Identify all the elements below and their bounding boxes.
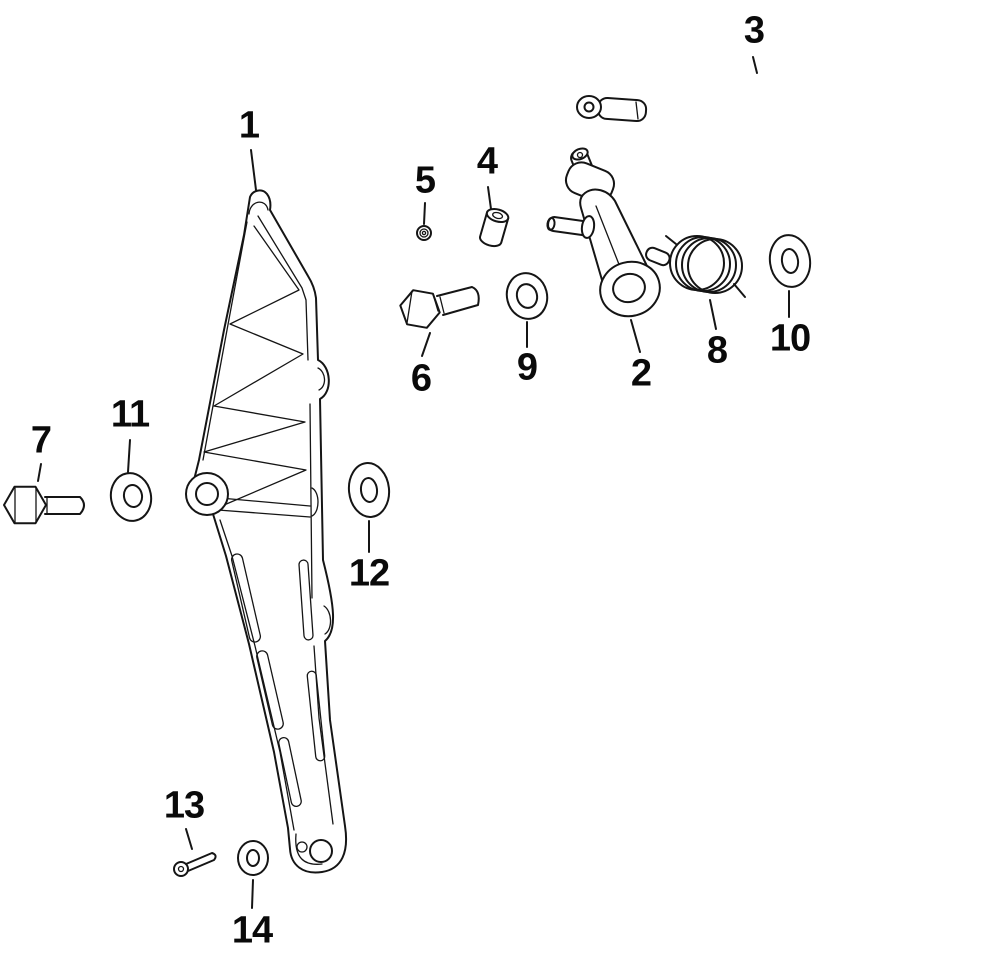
part-3-link-rod — [576, 35, 1002, 123]
part-6-bolt — [399, 286, 480, 329]
callout-label-10: 10 — [769, 317, 811, 360]
callout-label-8: 8 — [706, 329, 728, 372]
callout-label-3: 3 — [743, 9, 765, 52]
callout-label-11: 11 — [110, 393, 150, 436]
part-12-washer — [347, 462, 391, 518]
callout-label-13: 13 — [163, 784, 205, 827]
callout-label-5: 5 — [414, 159, 436, 202]
part-7-bolt — [3, 485, 85, 525]
callout-label-14: 14 — [231, 909, 273, 952]
part-5-washer-small — [416, 225, 432, 241]
callout-label-2: 2 — [630, 352, 652, 395]
callout-label-7: 7 — [30, 419, 52, 462]
part-2-lever-arm — [546, 147, 671, 318]
part-9-grommet — [505, 272, 549, 320]
callout-label-4: 4 — [476, 140, 498, 183]
part-8-spring — [665, 235, 746, 298]
part-14-washer — [237, 840, 269, 876]
part-10-washer — [768, 234, 812, 288]
callout-label-1: 1 — [238, 104, 260, 147]
callout-label-9: 9 — [516, 346, 538, 389]
part-4-bushing — [479, 207, 510, 248]
callout-label-12: 12 — [348, 552, 390, 595]
part-11-grommet — [109, 472, 153, 522]
part-13-clip — [173, 852, 217, 877]
leader-lines — [37, 56, 790, 909]
part-1-mounting-bracket — [185, 189, 348, 874]
callout-label-6: 6 — [410, 357, 432, 400]
